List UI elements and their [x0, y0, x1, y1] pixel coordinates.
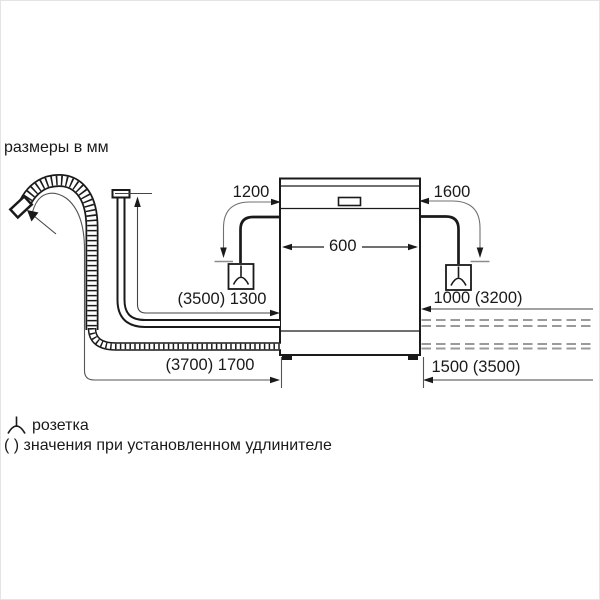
arrowhead-to-hose-end-icon [27, 210, 39, 222]
arrowhead-left-icon [423, 376, 433, 384]
foot-left [282, 355, 292, 360]
supply-hose-dimension-line [115, 192, 280, 317]
arrowhead-down-icon [476, 247, 484, 258]
drain-hose-end-cap [8, 194, 34, 220]
legend-socket-label: розетка [32, 417, 89, 434]
socket-icon-left [227, 263, 255, 290]
extended-supply-hose-dashed [421, 319, 594, 327]
arrowhead-down-icon [220, 247, 227, 258]
control-display [337, 196, 362, 207]
socket-icon [7, 416, 26, 434]
dim-label-600: 600 [324, 237, 362, 256]
dim-label-1200: 1200 [232, 183, 270, 201]
arrowhead-right-icon [270, 376, 280, 384]
extended-drain-hose-dashed [421, 343, 594, 350]
power-cord-right [420, 215, 460, 264]
arrowhead-up-icon [134, 196, 141, 207]
left-socket-height-arrow [214, 198, 281, 263]
arrowhead-right-icon [408, 243, 418, 251]
arrowhead-left-icon [282, 243, 292, 251]
page-title: размеры в мм [4, 139, 109, 156]
power-cord-dimension-line [421, 305, 593, 313]
socket-icon-right [445, 264, 472, 291]
dim-label-drain-hose: (3700) 1700 [165, 356, 255, 374]
dim-label-supply-hose: (3500) 1300 [177, 290, 267, 308]
arrowhead-left-icon [421, 305, 431, 313]
dim-label-power-cord: 1000 (3200) [433, 289, 523, 307]
legend-extension-note: ( ) значения при установленном удлинител… [4, 437, 332, 454]
dim-label-right-hose: 1500 (3500) [431, 358, 521, 376]
drain-hose-dimension-line [27, 192, 283, 388]
power-cord-left [239, 215, 280, 263]
arrowhead-right-icon [271, 198, 281, 206]
right-hose-dimension-line [422, 357, 593, 388]
arrowhead-right-icon [270, 309, 280, 317]
foot-right [408, 355, 418, 360]
dim-label-1600: 1600 [433, 183, 471, 201]
dishwasher-outline [279, 177, 421, 360]
right-socket-height-arrow [419, 197, 490, 263]
arrowhead-left-icon [419, 197, 429, 205]
drain-hose [8, 174, 281, 351]
